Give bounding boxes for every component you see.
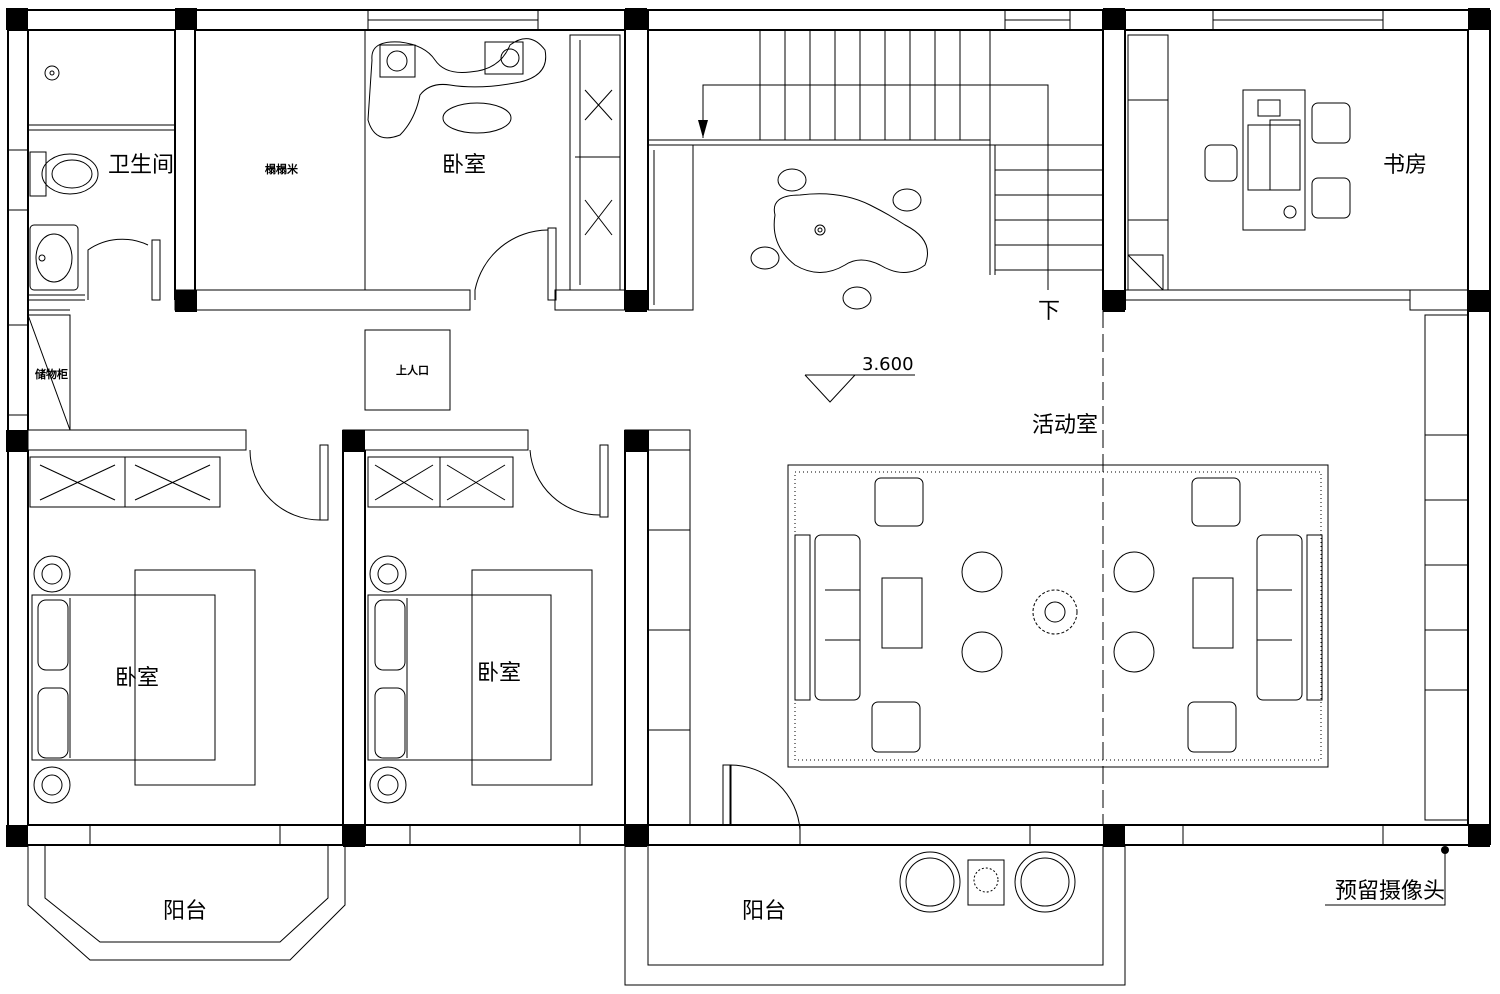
study-furniture <box>1127 34 1351 291</box>
label-camera-reserved: 预留摄像头 <box>1335 879 1445 904</box>
exterior-walls <box>7 9 1491 846</box>
label-elevation: 3.600 <box>862 354 914 375</box>
label-study: 书房 <box>1383 153 1427 178</box>
label-bedroom-left: 卧室 <box>115 666 159 691</box>
label-tatami: 榻榻米 <box>265 162 299 176</box>
elevation-marker <box>804 374 915 403</box>
balcony-mid <box>624 764 1126 986</box>
bathroom-fixtures <box>29 65 161 301</box>
label-bedroom-mid: 卧室 <box>477 661 521 686</box>
top-bedroom-furniture <box>367 34 621 301</box>
structural-columns <box>6 8 1490 847</box>
label-storage: 储物柜 <box>35 367 68 381</box>
camera-marker <box>1325 846 1449 906</box>
label-attic-access: 上人口 <box>396 363 429 377</box>
label-bedroom-top: 卧室 <box>442 153 486 178</box>
label-stair-down: 下 <box>1038 299 1060 324</box>
interior-walls <box>27 10 1469 845</box>
attic-access-hatch <box>364 329 451 411</box>
label-activity-room: 活动室 <box>1032 413 1098 438</box>
staircase <box>648 29 1103 310</box>
label-balcony-left: 阳台 <box>163 899 207 924</box>
left-bedroom-furniture <box>27 444 346 961</box>
mid-bedroom-furniture <box>367 444 609 804</box>
activity-room-furniture <box>787 310 1329 825</box>
label-bathroom: 卫生间 <box>108 153 174 178</box>
label-balcony-mid: 阳台 <box>742 899 786 924</box>
